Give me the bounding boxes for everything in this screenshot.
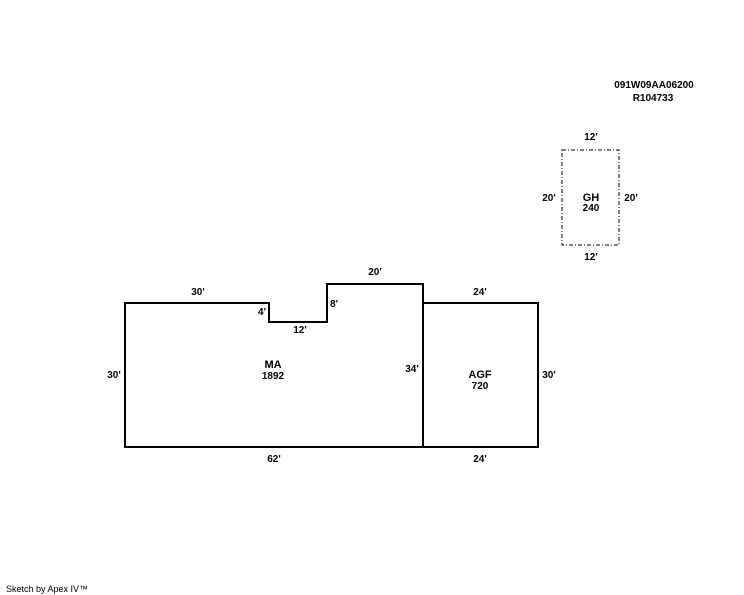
agf-dim-right: 30' [542,370,556,381]
ma-dim-bump-width: 20' [368,267,382,278]
account-number: R104733 [633,93,674,104]
ma-dim-bump-height: 8' [330,299,338,310]
ma-dim-top-left: 30' [191,287,205,298]
ma-code: MA [264,359,281,371]
agf-code: AGF [468,369,492,381]
gh-dim-top: 12' [584,132,598,143]
ma-dim-notch-width: 12' [293,325,307,336]
agf-dim-top: 24' [473,287,487,298]
footer-credit: Sketch by Apex IV™ [6,584,88,594]
ma-outline [124,283,424,448]
parcel-id: 091W09AA06200 [614,80,694,91]
ma-dim-bottom: 62' [267,454,281,465]
agf-sqft: 720 [472,381,489,392]
ma-dim-notch-depth: 4' [258,307,266,318]
agf-outline [422,302,539,448]
gh-dim-bottom: 12' [584,252,598,263]
ma-dim-left: 30' [107,370,121,381]
gh-dim-right: 20' [624,193,638,204]
ma-dim-right: 34' [405,364,419,375]
gh-code: GH [583,192,600,204]
gh-dim-left: 20' [542,193,556,204]
gh-sqft: 240 [583,203,600,214]
ma-sqft: 1892 [262,371,285,382]
agf-dim-bottom: 24' [473,454,487,465]
gh-outline [561,149,620,246]
